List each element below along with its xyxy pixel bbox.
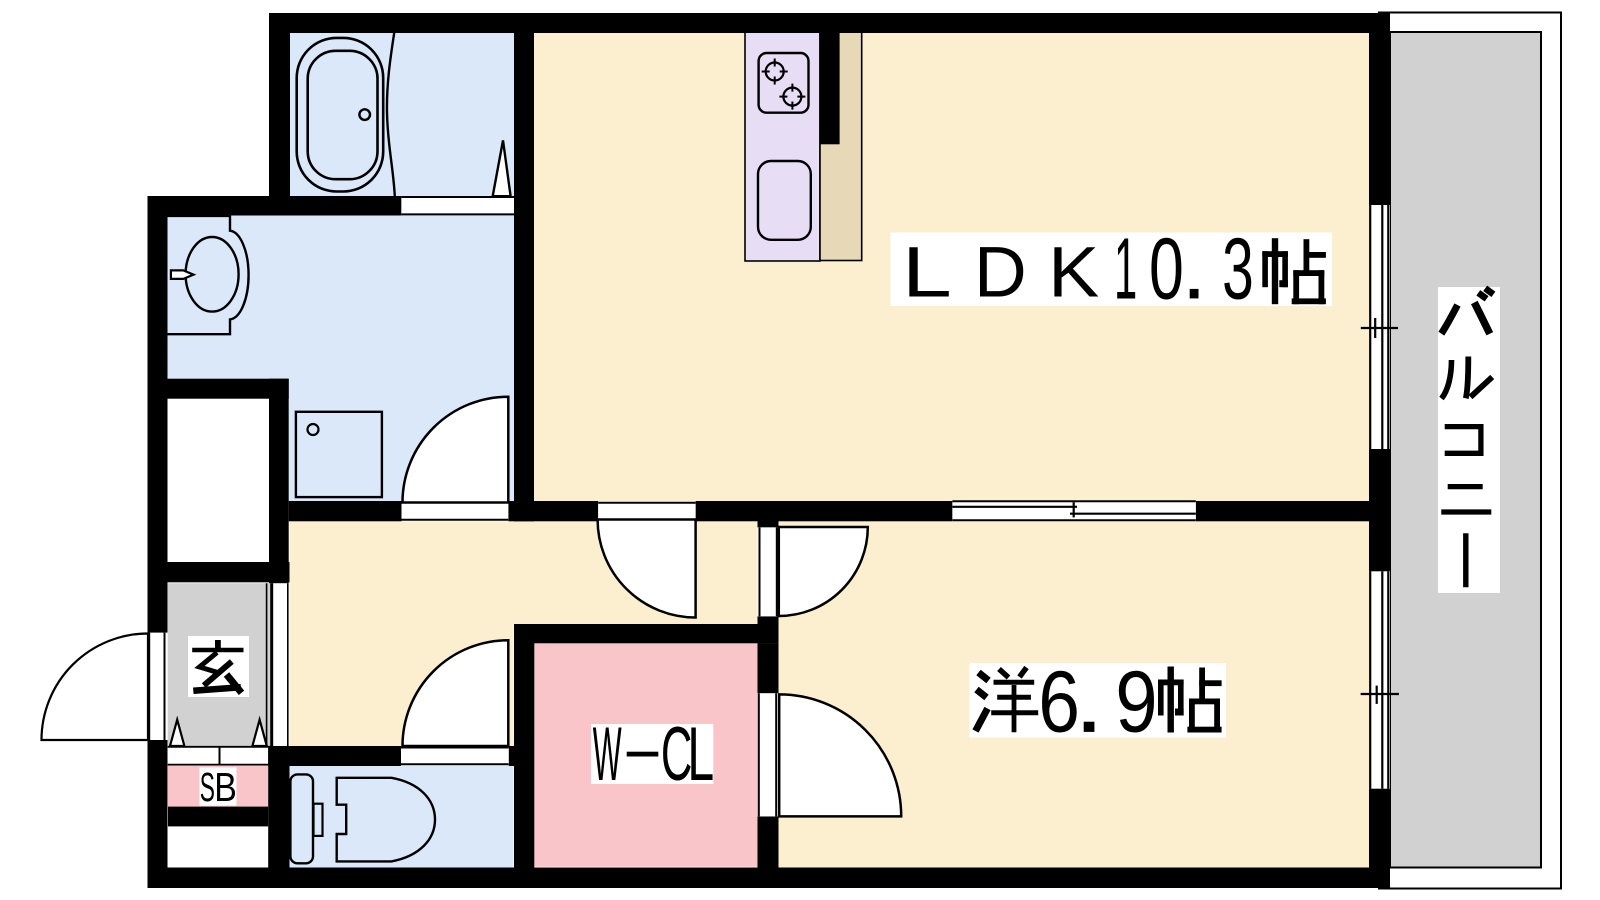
svg-text:3: 3 [1222, 219, 1254, 317]
svg-text:D: D [974, 233, 1027, 312]
svg-text:B: B [214, 764, 237, 810]
svg-text:9: 9 [1115, 654, 1157, 751]
svg-text:L: L [687, 711, 714, 797]
svg-text:6: 6 [1038, 654, 1080, 751]
svg-text:W: W [593, 712, 622, 797]
svg-text:C: C [661, 712, 692, 797]
svg-text:L: L [902, 233, 952, 313]
svg-text:1: 1 [1114, 221, 1137, 318]
svg-text:0: 0 [1149, 220, 1184, 318]
svg-text:S: S [200, 764, 215, 810]
svg-text:K: K [1048, 232, 1099, 312]
